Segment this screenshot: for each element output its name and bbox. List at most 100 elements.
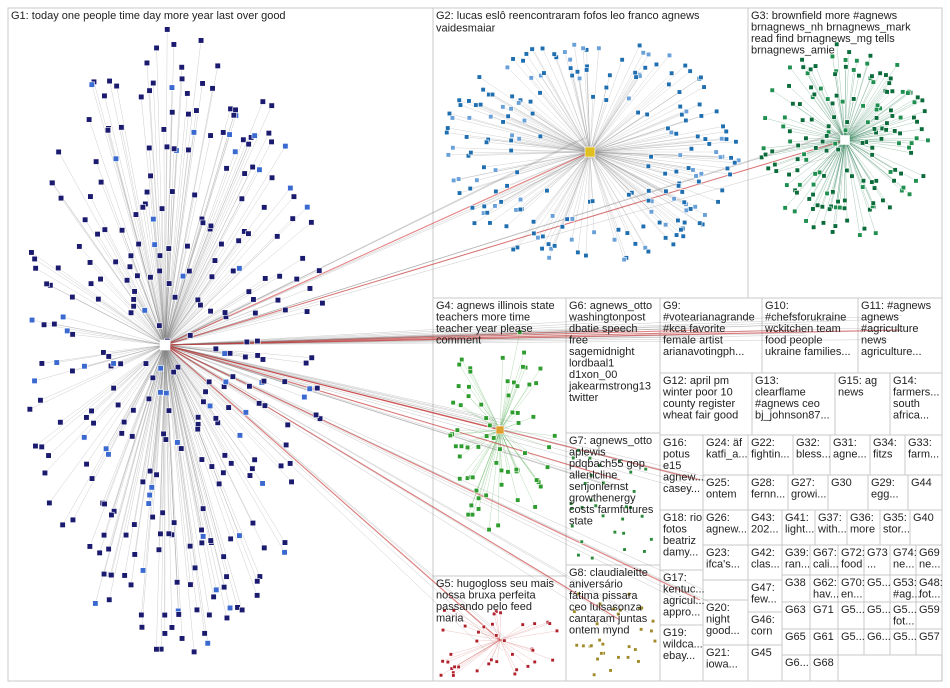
group-label-g38-line-0: G38: [785, 577, 806, 589]
node-g3: [807, 197, 812, 202]
node-g1: [109, 512, 115, 518]
node-g1: [186, 147, 192, 153]
group-label-g11-line-3: news: [861, 335, 887, 347]
node-g1: [58, 420, 64, 426]
node-g1: [123, 532, 129, 538]
node-g3: [875, 103, 880, 108]
node-g3: [843, 128, 848, 133]
node-g3: [907, 192, 912, 197]
node-g3: [763, 116, 768, 121]
node-g5: [513, 672, 517, 676]
node-g1: [154, 45, 160, 51]
node-g3: [888, 205, 893, 210]
node-g1: [199, 527, 205, 533]
node-g4: [498, 447, 503, 452]
node-g2: [663, 236, 668, 241]
node-g1: [262, 403, 268, 409]
group-label-g19-line-1: wildca...: [662, 639, 703, 651]
group-label-g24-line-1: katfi_a...: [706, 449, 748, 461]
node-g1: [192, 192, 198, 198]
node-g4: [484, 434, 489, 439]
node-g1: [97, 550, 103, 556]
node-g2: [667, 53, 672, 58]
node-g1: [260, 481, 266, 487]
group-label-g35-line-1: stor...: [883, 524, 910, 536]
node-g1: [208, 133, 214, 139]
group-label-g37-line-0: G37:: [818, 512, 842, 524]
group-label-g3-line-3: brnagnews_amie: [751, 45, 835, 57]
node-g2: [674, 132, 679, 137]
node-g1: [172, 295, 178, 301]
node-g2: [646, 164, 651, 169]
node-g4: [454, 444, 459, 449]
node-g3: [866, 120, 871, 125]
node-g8: [609, 669, 613, 673]
node-g1: [103, 446, 109, 452]
node-g7: [580, 540, 584, 544]
node-g1: [111, 385, 117, 391]
node-g3: [798, 102, 803, 107]
group-label-g67-line-0: G67:: [813, 547, 837, 559]
group-label-g62-line-1: hav...: [813, 589, 839, 601]
node-g2: [703, 213, 708, 218]
node-g1: [133, 212, 139, 218]
node-g1: [33, 443, 39, 449]
node-g2: [467, 116, 472, 121]
node-g1: [246, 289, 252, 295]
node-g4: [460, 357, 465, 362]
node-g4: [458, 454, 463, 459]
node-g1: [252, 133, 258, 139]
node-g1: [222, 310, 228, 316]
node-g1: [146, 501, 152, 507]
node-g1: [192, 565, 198, 571]
group-label-g44-line-0: G44: [911, 477, 932, 489]
node-g2: [688, 69, 693, 74]
node-g3: [893, 129, 898, 134]
node-g3: [788, 139, 793, 144]
node-g1: [105, 128, 111, 134]
node-g2: [565, 217, 570, 222]
node-g1: [198, 38, 204, 44]
node-g1: [195, 426, 201, 432]
group-label-g14-line-1: farmers...: [893, 387, 939, 399]
node-g2: [563, 50, 568, 55]
group-label-g7-line-0: G7: agnews_otto: [569, 435, 652, 447]
node-g1: [44, 281, 50, 287]
node-g1: [151, 80, 157, 86]
node-g1: [39, 444, 45, 450]
node-g3: [800, 118, 805, 123]
node-g1: [157, 253, 163, 259]
node-g3: [874, 107, 879, 112]
node-g1: [195, 415, 201, 421]
group-label-g66b-line-0: G6...: [785, 657, 809, 669]
node-g3: [890, 89, 895, 94]
node-g1: [223, 379, 229, 385]
node-g1: [114, 83, 120, 89]
node-g3: [895, 63, 900, 67]
group-label-g10-line-3: food people: [765, 335, 823, 347]
node-g3: [850, 174, 855, 179]
group-label-g6-line-7: jakearmstrong13: [568, 381, 651, 393]
node-g1: [179, 65, 185, 71]
node-g1: [162, 612, 168, 618]
group-label-g74-line-0: G74:: [893, 547, 917, 559]
group-label-g12-line-0: G12: april pm: [663, 375, 729, 387]
node-g2: [510, 133, 515, 138]
node-g2: [552, 52, 557, 57]
node-g1: [303, 360, 309, 366]
node-g8: [651, 619, 655, 623]
group-label-g2-line-1: vaidesmaiar: [436, 23, 496, 35]
node-g4: [466, 512, 471, 517]
group-label-g6-line-8: twitter: [569, 392, 599, 404]
node-g2: [469, 150, 474, 155]
node-g1: [283, 143, 289, 149]
node-g2: [509, 138, 514, 143]
group-label-g6-line-0: G6: agnews_otto: [569, 300, 652, 312]
node-g3: [770, 88, 775, 93]
node-g1: [209, 274, 215, 280]
node-g2: [546, 242, 551, 247]
node-g3: [890, 114, 895, 119]
node-g1: [221, 130, 227, 136]
node-g1: [216, 481, 222, 487]
node-g2: [506, 114, 511, 119]
